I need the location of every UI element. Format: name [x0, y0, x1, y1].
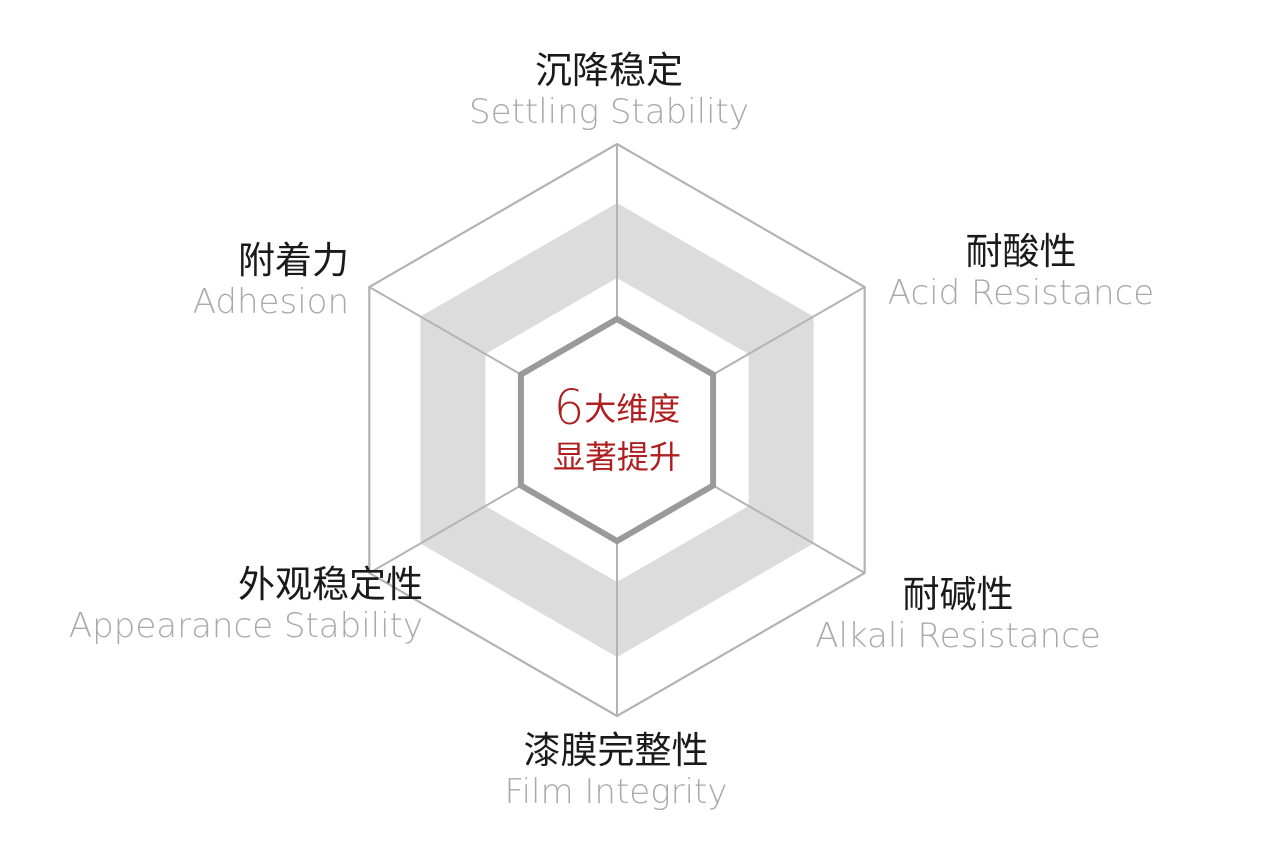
- label-settling-stability: 沉降稳定 Settling Stability: [469, 49, 749, 132]
- label-adhesion: 附着力 Adhesion: [192, 239, 349, 322]
- label-appearance-stability-en: Appearance Stability: [68, 605, 423, 646]
- label-settling-stability-en: Settling Stability: [469, 91, 749, 132]
- center-caption: 6大维度 显著提升: [553, 380, 681, 476]
- center-caption-line1: 6大维度: [553, 380, 681, 438]
- spoke-line: [368, 484, 522, 574]
- label-alkali-resistance-en: Alkali Resistance: [815, 615, 1101, 656]
- center-caption-line1-rest: 大维度: [584, 390, 681, 429]
- label-acid-resistance-en: Acid Resistance: [887, 272, 1155, 313]
- label-film-integrity: 漆膜完整性 Film Integrity: [504, 729, 728, 812]
- label-settling-stability-zh: 沉降稳定: [535, 49, 683, 92]
- spoke-line: [368, 286, 522, 376]
- label-alkali-resistance-zh: 耐碱性: [902, 573, 1014, 616]
- spoke-line: [712, 286, 866, 376]
- center-caption-line2: 显著提升: [552, 437, 682, 476]
- label-adhesion-zh: 附着力: [238, 239, 349, 282]
- label-alkali-resistance: 耐碱性 Alkali Resistance: [815, 573, 1101, 656]
- inner-hexagon: [517, 315, 717, 545]
- label-acid-resistance: 耐酸性 Acid Resistance: [887, 230, 1155, 313]
- spoke-line: [712, 484, 866, 574]
- label-appearance-stability: 外观稳定性 Appearance Stability: [68, 563, 423, 646]
- center-number: 6: [553, 380, 585, 437]
- label-film-integrity-zh: 漆膜完整性: [523, 729, 709, 772]
- label-adhesion-en: Adhesion: [192, 281, 349, 322]
- label-film-integrity-en: Film Integrity: [504, 771, 728, 812]
- label-appearance-stability-zh: 外观稳定性: [238, 563, 423, 606]
- label-acid-resistance-zh: 耐酸性: [965, 230, 1077, 273]
